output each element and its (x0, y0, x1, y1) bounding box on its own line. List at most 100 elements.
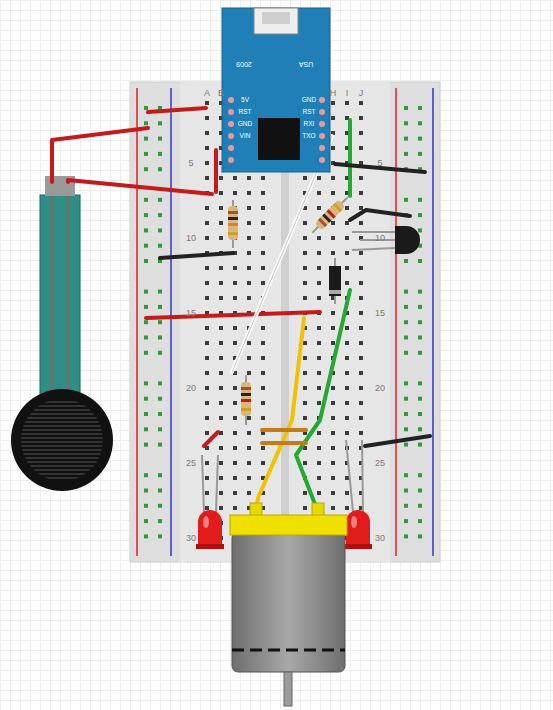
breadboard-hole (219, 476, 223, 480)
breadboard-hole (331, 326, 335, 330)
rail-hole (404, 443, 408, 447)
breadboard-hole (359, 326, 363, 330)
breadboard-hole (205, 476, 209, 480)
rail-hole (158, 152, 162, 156)
breadboard-hole (345, 371, 349, 375)
breadboard-hole (331, 461, 335, 465)
rail-hole (158, 473, 162, 477)
fsr-trace (67, 195, 70, 405)
breadboard-hole (331, 416, 335, 420)
rail-hole (418, 519, 422, 523)
rail-hole (158, 305, 162, 309)
breadboard-hole (233, 446, 237, 450)
rail-hole (418, 198, 422, 202)
row-number: 30 (186, 534, 196, 543)
breadboard-hole (219, 206, 223, 210)
breadboard-hole (331, 311, 335, 315)
breadboard-hole (359, 176, 363, 180)
breadboard-hole (233, 431, 237, 435)
breadboard-hole (205, 461, 209, 465)
rail-hole (418, 427, 422, 431)
rail-hole (158, 397, 162, 401)
rail-hole (158, 427, 162, 431)
breadboard-hole (233, 476, 237, 480)
breadboard-hole (345, 476, 349, 480)
breadboard-hole (247, 251, 251, 255)
rail-hole (418, 305, 422, 309)
breadboard-hole (219, 461, 223, 465)
breadboard-hole (359, 341, 363, 345)
row-number: 5 (377, 159, 382, 168)
wire-green (296, 290, 350, 512)
rail-hole (144, 137, 148, 141)
rail-hole (158, 320, 162, 324)
breadboard-hole (205, 341, 209, 345)
breadboard-hole (317, 371, 321, 375)
rail-hole (404, 259, 408, 263)
rail-hole (158, 534, 162, 538)
rail-hole (418, 489, 422, 493)
breadboard-hole (303, 251, 307, 255)
breadboard-hole (331, 446, 335, 450)
pin-label: RST (303, 109, 316, 116)
pin-label: VIN (240, 133, 251, 140)
rail-hole (144, 213, 148, 217)
row-number: 10 (186, 234, 196, 243)
column-letter: H (330, 89, 337, 98)
breadboard-hole (345, 266, 349, 270)
breadboard-hole (247, 356, 251, 360)
rail-hole (418, 121, 422, 125)
rail-hole (418, 259, 422, 263)
breadboard-hole (345, 356, 349, 360)
breadboard-hole (303, 236, 307, 240)
column-letter: I (346, 89, 349, 98)
breadboard-hole (247, 476, 251, 480)
breadboard-hole (219, 491, 223, 495)
column-letter: A (204, 89, 210, 98)
rail-hole (144, 121, 148, 125)
rail-hole (144, 412, 148, 416)
breadboard-hole (205, 116, 209, 120)
rail-hole (144, 320, 148, 324)
rail-hole (158, 121, 162, 125)
led-symbol (196, 455, 224, 549)
rail-line-red (136, 88, 138, 556)
rail-hole (418, 106, 422, 110)
rail-hole (144, 198, 148, 202)
breadboard-hole (345, 221, 349, 225)
breadboard-hole (317, 251, 321, 255)
rail-hole (158, 213, 162, 217)
rail-hole (418, 152, 422, 156)
breadboard-hole (219, 266, 223, 270)
wire-black (365, 436, 430, 446)
ftdi-board (222, 8, 330, 172)
row-number: 20 (375, 384, 385, 393)
breadboard-hole (261, 461, 265, 465)
rail-hole (418, 228, 422, 232)
rail-hole (144, 489, 148, 493)
rail-hole (418, 213, 422, 217)
breadboard-hole (345, 416, 349, 420)
breadboard-hole (205, 176, 209, 180)
breadboard-hole (359, 266, 363, 270)
rail-hole (144, 473, 148, 477)
breadboard-hole (359, 146, 363, 150)
column-letter: B (218, 89, 224, 98)
breadboard-hole (233, 461, 237, 465)
breadboard-hole (247, 416, 251, 420)
breadboard-hole (331, 176, 335, 180)
breadboard-hole (261, 416, 265, 420)
breadboard-hole (205, 266, 209, 270)
rail-hole (158, 519, 162, 523)
breadboard-hole (331, 101, 335, 105)
breadboard-hole (205, 326, 209, 330)
breadboard-hole (331, 401, 335, 405)
breadboard-hole (317, 386, 321, 390)
breadboard-hole (233, 341, 237, 345)
breadboard-hole (247, 281, 251, 285)
breadboard-hole (331, 236, 335, 240)
pin-label: TXO (302, 133, 315, 140)
breadboard-hole (331, 191, 335, 195)
breadboard-hole (303, 266, 307, 270)
